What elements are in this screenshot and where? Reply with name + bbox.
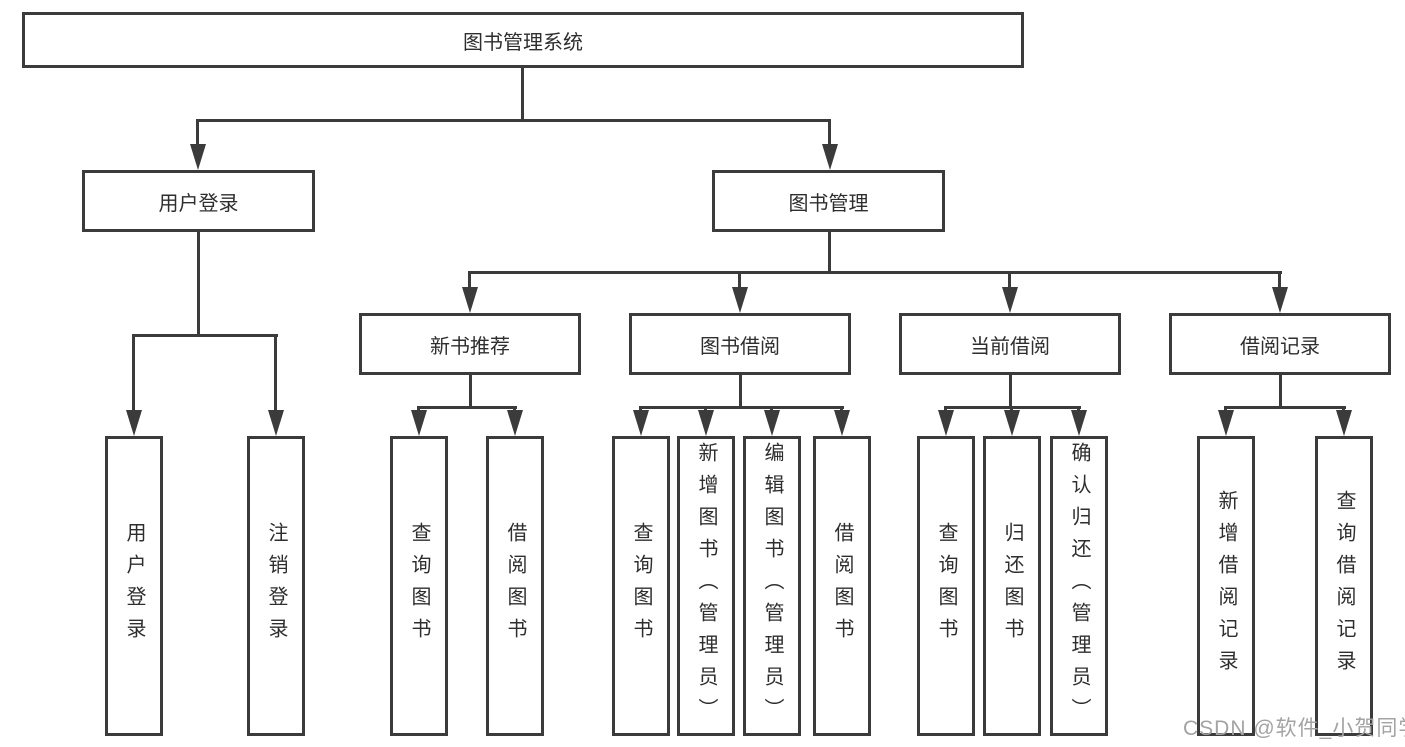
node-current-borrowing-label: 当前借阅 (970, 335, 1050, 358)
connector-level3-rail (468, 271, 1282, 274)
leaf-borrow-books-recommend: 借阅图书 (486, 436, 544, 736)
connector-book-management-stem (828, 231, 831, 272)
arrow-down-icon (840, 406, 843, 410)
leaf-borrow-books: 借阅图书 (813, 436, 871, 736)
leaf-query-books-recommend-label: 查询图书 (408, 522, 430, 650)
connector-rail (639, 406, 844, 409)
leaf-edit-books-admin: 编辑图书（管理员） (743, 436, 801, 736)
node-library-system: 图书管理系统 (22, 12, 1024, 68)
arrow-down-icon (274, 334, 277, 410)
connector-user-login-stem (197, 231, 200, 335)
arrow-down-icon (132, 334, 135, 410)
node-user-login-label: 用户登录 (158, 192, 239, 215)
leaf-query-books-borrowing: 查询图书 (612, 436, 670, 736)
connector-stem (1279, 374, 1282, 409)
connector-stem (1009, 374, 1012, 409)
node-book-borrowing: 图书借阅 (629, 313, 851, 375)
node-borrowing-records-label: 借阅记录 (1240, 335, 1320, 358)
arrow-down-icon (639, 406, 642, 410)
node-book-borrowing-label: 图书借阅 (700, 335, 780, 358)
leaf-logout-label: 注销登录 (265, 522, 287, 650)
node-new-book-recommendation: 新书推荐 (359, 313, 581, 375)
leaf-query-borrow-record: 查询借阅记录 (1315, 436, 1373, 736)
connector-stem (739, 374, 742, 409)
node-current-borrowing: 当前借阅 (899, 313, 1121, 375)
node-book-management-label: 图书管理 (788, 192, 869, 215)
connector-stem (469, 374, 472, 409)
leaf-add-borrow-record-label: 新增借阅记录 (1215, 490, 1237, 682)
arrow-down-icon (1008, 271, 1011, 287)
arrow-down-icon (513, 406, 516, 410)
node-new-book-recommendation-label: 新书推荐 (430, 335, 510, 358)
arrow-down-icon (828, 119, 831, 144)
node-book-management: 图书管理 (712, 170, 945, 232)
leaf-query-books-current-label: 查询图书 (935, 522, 957, 650)
connector-level2-rail (196, 119, 831, 122)
node-borrowing-records: 借阅记录 (1169, 313, 1391, 375)
leaf-confirm-return-admin: 确认归还（管理员） (1050, 436, 1108, 736)
leaf-return-books: 归还图书 (983, 436, 1041, 736)
arrow-down-icon (1342, 406, 1345, 410)
csdn-watermark: CSDN @软件_小贺同学 (1183, 717, 1405, 740)
leaf-user-login-label: 用户登录 (123, 522, 145, 650)
leaf-edit-books-admin-label: 编辑图书（管理员） (761, 442, 783, 730)
leaf-borrow-books-recommend-label: 借阅图书 (504, 522, 526, 650)
arrow-down-icon (468, 271, 471, 287)
leaf-confirm-return-admin-label: 确认归还（管理员） (1068, 442, 1090, 730)
leaf-logout: 注销登录 (247, 436, 305, 736)
arrow-down-icon (1224, 406, 1227, 410)
arrow-down-icon (770, 406, 773, 410)
connector-root-stem (521, 67, 524, 120)
node-user-login: 用户登录 (82, 170, 315, 232)
leaf-return-books-label: 归还图书 (1001, 522, 1023, 650)
connector-rail (417, 406, 517, 409)
arrow-down-icon (944, 406, 947, 410)
arrow-down-icon (1010, 406, 1013, 410)
leaf-borrow-books-label: 借阅图书 (831, 522, 853, 650)
arrow-down-icon (1077, 406, 1080, 410)
arrow-down-icon (704, 406, 707, 410)
leaf-add-books-admin: 新增图书（管理员） (677, 436, 735, 736)
leaf-query-borrow-record-label: 查询借阅记录 (1333, 490, 1355, 682)
leaf-query-books-borrowing-label: 查询图书 (630, 522, 652, 650)
arrow-down-icon (417, 406, 420, 410)
connector-rail (1224, 406, 1346, 409)
leaf-query-books-recommend: 查询图书 (390, 436, 448, 736)
leaf-user-login: 用户登录 (105, 436, 163, 736)
arrow-down-icon (738, 271, 741, 287)
arrow-down-icon (196, 119, 199, 144)
leaf-add-borrow-record: 新增借阅记录 (1197, 436, 1255, 736)
arrow-down-icon (1278, 271, 1281, 287)
leaf-add-books-admin-label: 新增图书（管理员） (695, 442, 717, 730)
connector-user-login-rail (132, 334, 278, 337)
leaf-query-books-current: 查询图书 (917, 436, 975, 736)
node-library-system-label: 图书管理系统 (463, 31, 583, 54)
